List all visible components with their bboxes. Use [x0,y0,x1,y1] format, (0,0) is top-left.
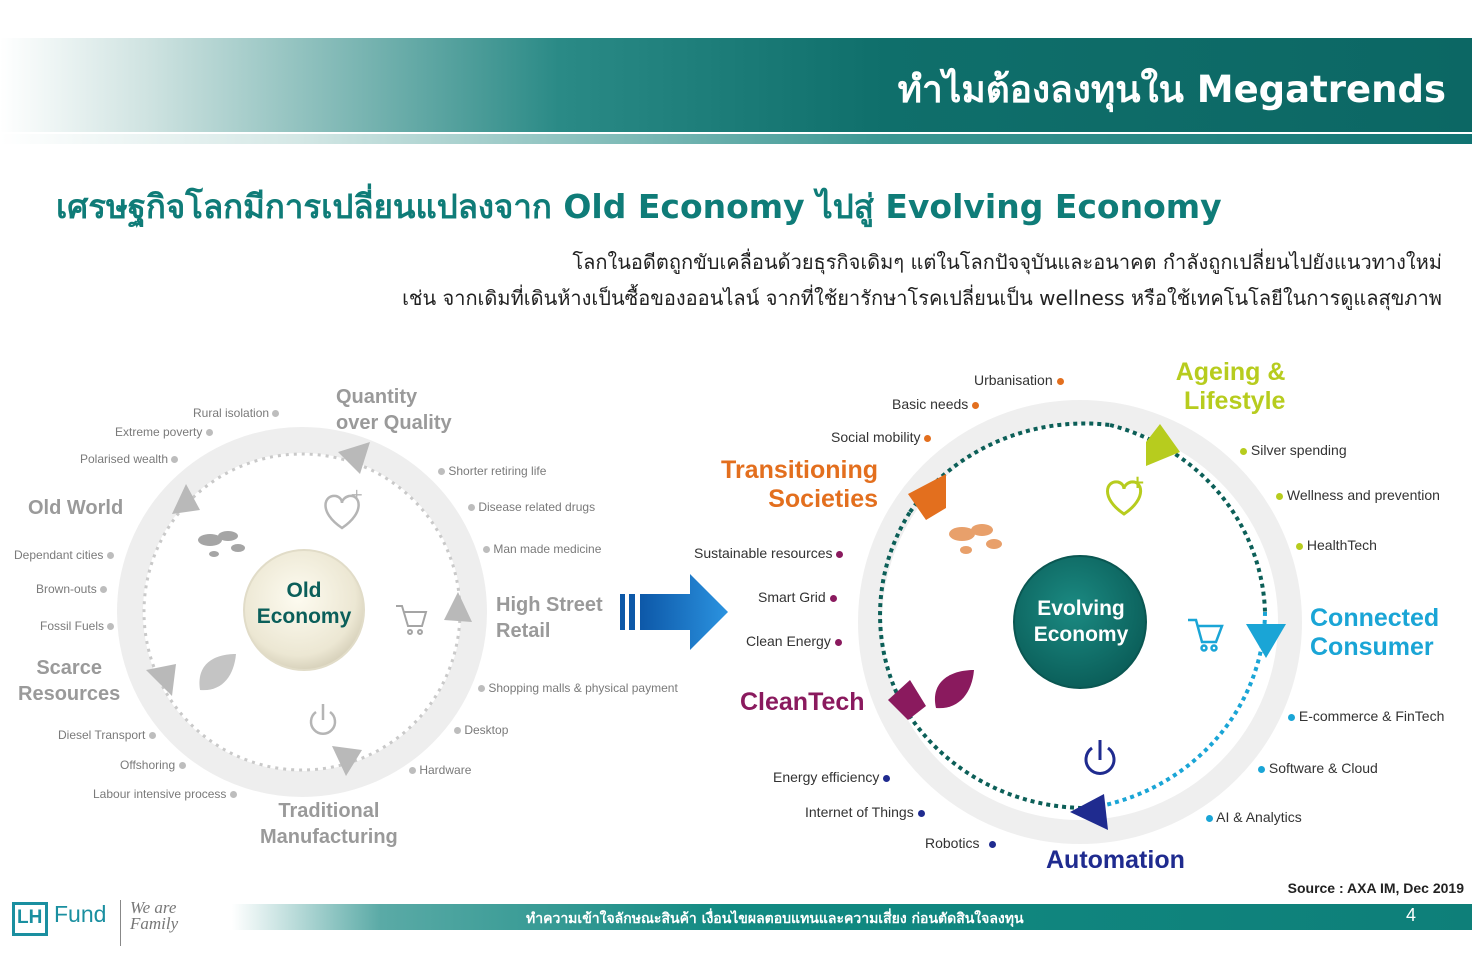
old-plus-icon: + [350,485,363,504]
old-item: Dependant cities [14,548,114,562]
logo-divider [120,900,121,946]
old-item: Polarised wealth [80,452,179,466]
old-arrow-top [338,442,370,474]
ev-theme-transitioning: Transitioning Societies [721,456,878,513]
header-band [0,38,1472,132]
footer-band [232,904,1472,930]
old-item: Rural isolation [193,406,280,420]
ev-item: Energy efficiency [773,769,891,785]
old-theme-old-world: Old World [28,497,124,519]
old-theme-quantity: Quantity over Quality [336,386,452,434]
old-item: Labour intensive process [93,787,237,801]
old-center-label: Old Economy [256,579,352,628]
ev-center [1013,555,1147,689]
ev-segment-cleantech [878,510,912,701]
ev-item: Internet of Things [805,804,925,820]
ev-heart-icon [1106,480,1143,516]
subtext-line-1: โลกในอดีตถูกขับเคลื่อนด้วยธุรกิจเดิมๆ แต… [572,250,1442,274]
ev-theme-connected: Connected Consumer [1310,604,1440,661]
old-item: Disease related drugs [468,500,595,514]
old-item: Desktop [454,723,508,737]
ev-plus-icon: + [1130,472,1145,493]
ev-item: E-commerce & FinTech [1288,708,1444,724]
ev-world-icon [949,524,1002,554]
old-theme-scarce: Scarce Resources [18,657,121,705]
ev-item: Software & Cloud [1258,760,1378,776]
ev-item: Social mobility [831,429,932,445]
old-arrow-right [444,592,472,622]
old-world-icon [198,531,245,557]
old-theme-high-street: High Street Retail [496,594,603,642]
old-ring-outer [117,427,487,797]
old-theme-traditional: Traditional Manufacturing [260,800,398,848]
header-rule [0,134,1472,144]
ev-item: Robotics [925,835,997,851]
lh-fund-text: Fund [54,901,107,927]
slide-title: ทำไมต้องลงทุนใน Megatrends [897,68,1446,111]
ev-item: HealthTech [1296,537,1377,553]
old-leaf-icon [199,654,236,691]
ev-segment-automation [898,699,1091,811]
transition-arrow [620,574,728,650]
ev-segment-transitioning [908,421,1111,514]
ev-leaf-icon [934,670,974,709]
ev-theme-automation: Automation [1046,846,1185,874]
old-item: Offshoring [120,758,186,772]
ev-power-icon [1084,740,1116,775]
old-item: Fossil Fuels [40,619,115,633]
old-power-icon [309,704,337,735]
ev-item: AI & Analytics [1206,809,1302,825]
page-number: 4 [1406,905,1417,925]
old-item: Hardware [409,763,471,777]
ev-arrow-connected [1246,624,1286,658]
old-cart-icon [396,605,428,635]
old-center [243,549,365,671]
old-item: Man made medicine [483,542,601,556]
headline: เศรษฐกิจโลกมีการเปลี่ยนแปลงจาก Old Econo… [56,187,1222,226]
subtext-line-2: เช่น จากเดิมที่เดินห้างเป็นซื้อของออนไลน… [402,286,1442,310]
ev-arrow-cleantech [888,680,926,720]
old-item: Extreme poverty [115,425,213,439]
ev-arrow-automation [1070,794,1108,830]
ev-segment-ageing [1109,423,1267,613]
lh-logo-box: LH [12,902,48,936]
ev-theme-cleantech: CleanTech [740,688,865,716]
old-arrow-left [146,664,176,696]
lh-logo-text: LH [17,907,43,928]
ev-ring-outer [858,400,1302,844]
old-item: Shorter retiring life [438,464,546,478]
ev-item: Clean Energy [746,633,842,649]
old-arrow-bottom [332,746,362,776]
source-note: Source : AXA IM, Dec 2019 [1287,880,1464,896]
ev-theme-ageing: Ageing & Lifestyle [1175,358,1286,415]
old-item: Shopping malls & physical payment [478,681,678,695]
ev-arrow-transitioning [908,474,946,520]
ev-item: Basic needs [892,396,980,412]
ev-center-label: Evolving Economy [1033,597,1129,646]
ev-item: Silver spending [1240,442,1347,458]
ev-item: Sustainable resources [694,545,844,561]
old-arrow-topleft [172,484,200,514]
ev-item: Urbanisation [974,372,1064,388]
old-heart-icon [324,494,360,530]
old-item: Brown-outs [36,582,108,596]
ev-arrow-ageing [1146,424,1180,466]
ev-item: Wellness and prevention [1276,487,1440,503]
ev-item: Smart Grid [758,589,837,605]
footer-tagline: ทำความเข้าใจลักษณะสินค้า เงื่อนไขผลตอบแท… [526,911,1024,927]
old-item: Diesel Transport [58,728,156,742]
we-are-family-logo: We are Family [130,898,179,933]
ev-cart-icon [1188,618,1224,652]
